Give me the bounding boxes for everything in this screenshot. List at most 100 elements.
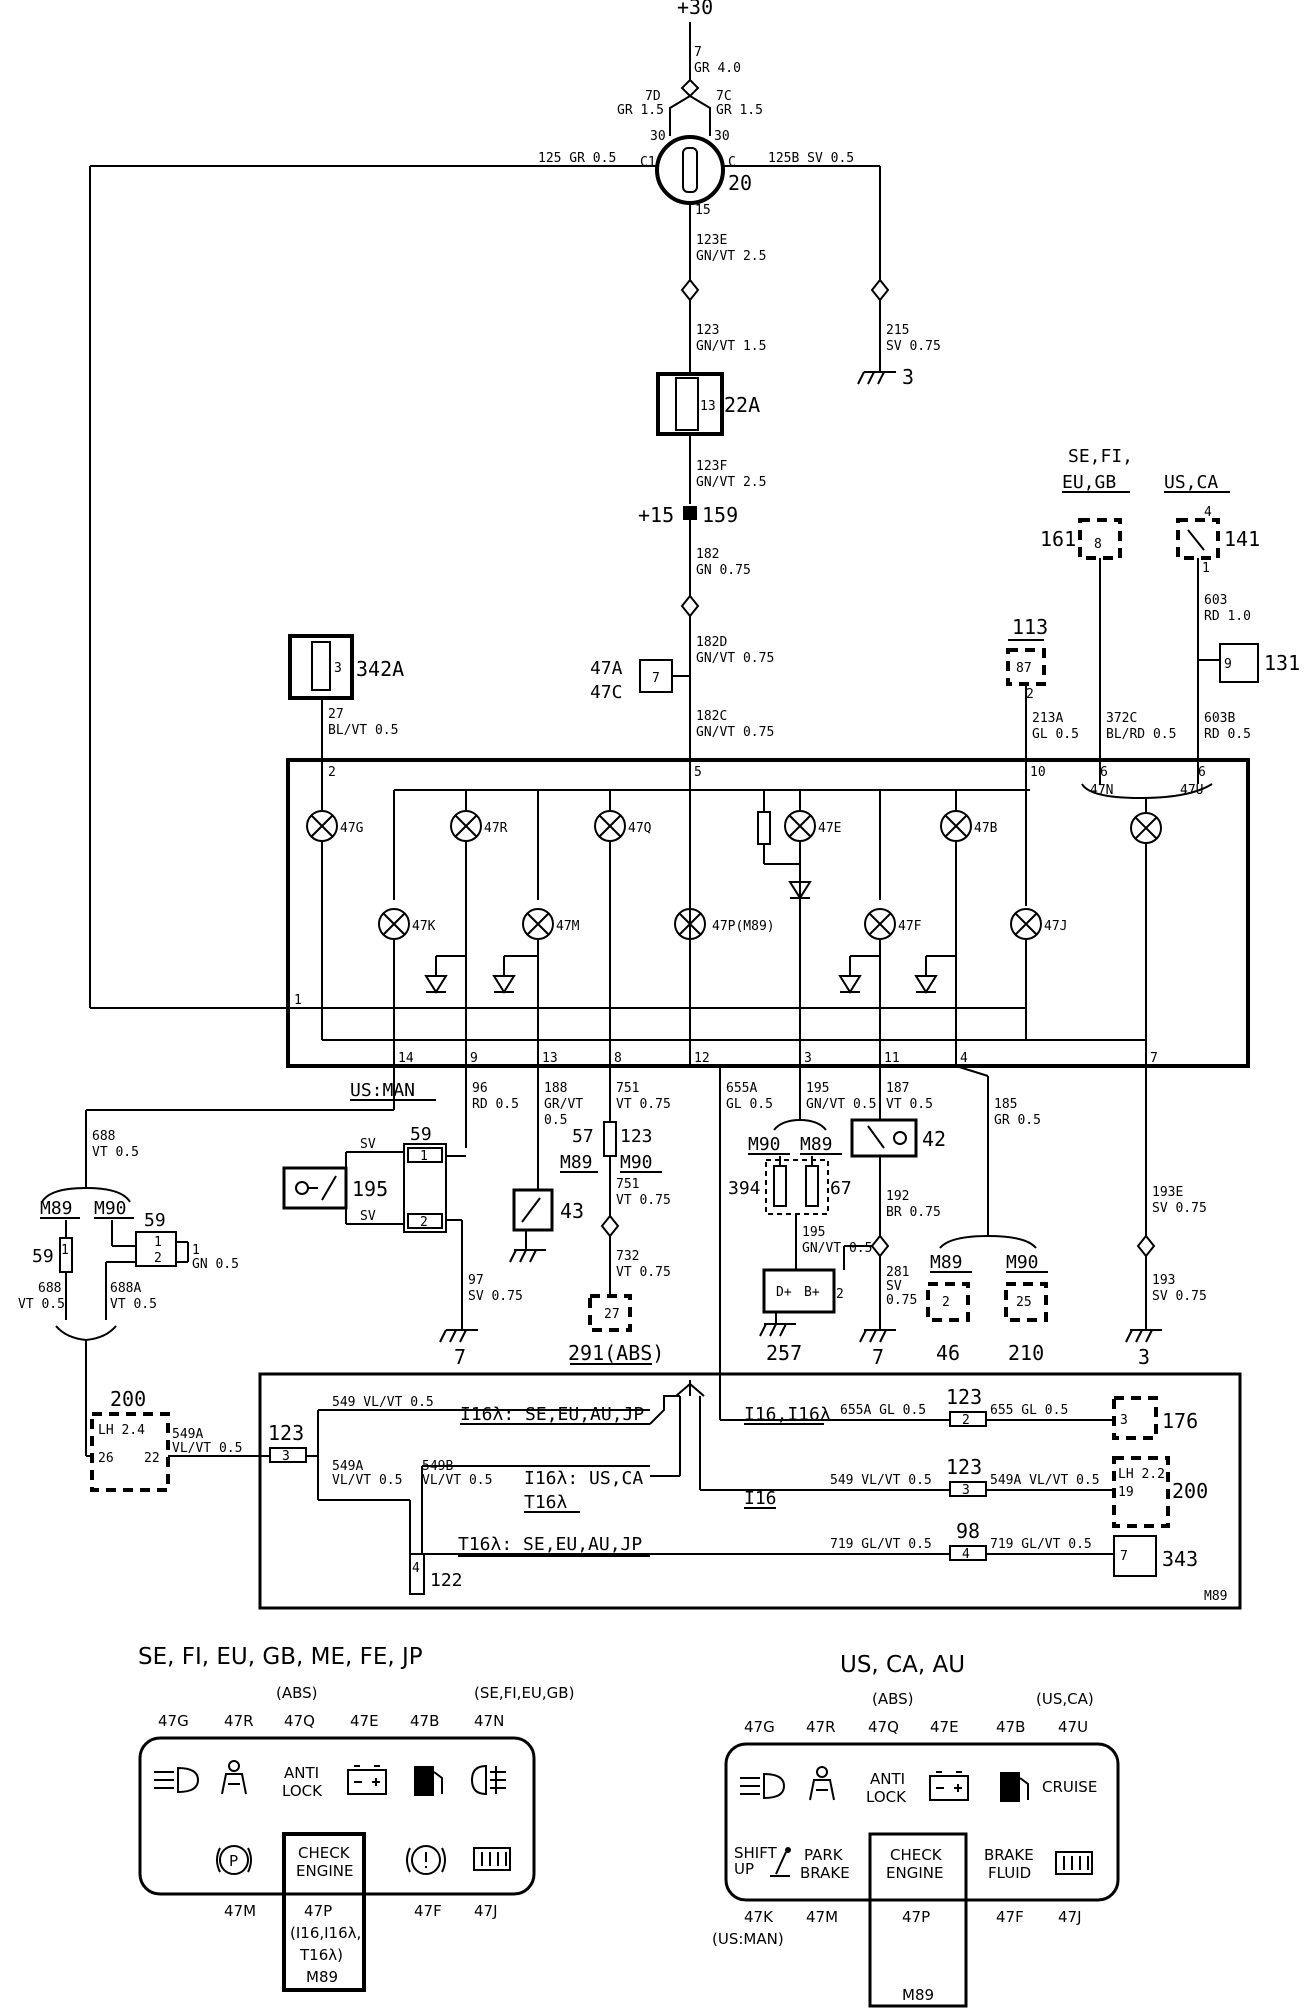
splice-diamond [680,78,700,98]
svg-text:19: 19 [1118,1485,1134,1500]
check-engine-box-right [868,1832,968,2008]
svg-text:GN/VT 2.5: GN/VT 2.5 [696,249,766,264]
ecu-200-lh22 [1112,1456,1170,1528]
svg-text:291(ABS): 291(ABS) [568,1341,664,1365]
svg-text:47M: 47M [556,919,580,934]
svg-text:3: 3 [282,1449,290,1464]
svg-text:(SE,FI,EU,GB): (SE,FI,EU,GB) [474,1684,574,1702]
svg-text:2: 2 [328,765,336,780]
svg-text:719 GL/VT 0.5: 719 GL/VT 0.5 [990,1537,1092,1552]
terminal-159 [683,506,697,520]
svg-text:732: 732 [616,1249,639,1264]
fuel-icon-right [1000,1772,1029,1802]
svg-text:(ABS): (ABS) [276,1684,318,1702]
svg-text:(US:MAN): (US:MAN) [712,1930,784,1948]
svg-text:ANTI: ANTI [284,1764,319,1782]
svg-text:123: 123 [268,1421,304,1445]
svg-text:47F: 47F [898,919,922,934]
lamp-47e: 47E [784,810,841,842]
svg-text:47G: 47G [158,1712,189,1730]
rear-fog-icon [470,1764,506,1796]
lamp-47j: 47J [1010,908,1067,940]
svg-text:195: 195 [806,1081,829,1096]
svg-text:47R: 47R [224,1712,254,1730]
svg-text:11: 11 [884,1051,900,1066]
svg-text:185: 185 [994,1097,1017,1112]
svg-text:CHECK: CHECK [298,1844,351,1862]
brake-warning-icon [406,1845,446,1875]
svg-text:47A: 47A [590,658,623,679]
svg-text:M90: M90 [94,1198,127,1219]
svg-text:M90: M90 [620,1152,653,1173]
svg-text:47N: 47N [1090,783,1113,798]
svg-text:M89: M89 [40,1198,73,1219]
svg-text:47B: 47B [974,821,998,836]
connector-210 [1004,1282,1048,1322]
svg-text:9: 9 [470,1051,478,1066]
svg-text:7C: 7C [716,89,732,104]
connector-131 [1219,643,1259,683]
svg-text:I16,I16λ: I16,I16λ [744,1404,831,1425]
svg-text:SHIFT: SHIFT [734,1844,778,1862]
svg-text:VT 0.5: VT 0.5 [92,1145,139,1160]
svg-text:VT 0.75: VT 0.75 [616,1193,671,1208]
rear-defrost-icon [473,1847,511,1871]
svg-text:655A GL 0.5: 655A GL 0.5 [840,1403,926,1418]
svg-text:BRAKE: BRAKE [984,1846,1034,1864]
svg-text:47K: 47K [412,919,436,934]
svg-text:182D: 182D [696,635,727,650]
svg-text:13: 13 [700,399,716,414]
svg-text:343: 343 [1162,1547,1198,1571]
svg-text:549 VL/VT 0.5: 549 VL/VT 0.5 [332,1395,434,1410]
fuse-342a-box [288,634,354,700]
svg-text:GR 0.5: GR 0.5 [994,1113,1041,1128]
fuse-342a-label: 342A [356,657,404,681]
svg-text:192: 192 [886,1189,909,1204]
svg-text:47F: 47F [996,1908,1024,1926]
svg-text:123E: 123E [696,233,727,248]
svg-text:PARK: PARK [804,1846,844,1864]
headlight-icon [154,1766,200,1794]
svg-text:3: 3 [902,365,914,389]
svg-text:123: 123 [620,1126,653,1147]
svg-text:LH 2.2: LH 2.2 [1118,1467,1165,1482]
svg-text:T16λ): T16λ) [299,1946,343,1964]
panel-left: SE, FI, EU, GB, ME, FE, JP (ABS) (SE,FI,… [138,1644,574,1992]
svg-text:87: 87 [1016,661,1032,676]
svg-text:GN/VT 0.75: GN/VT 0.75 [696,651,774,666]
connector-46 [926,1282,970,1322]
headlight-icon-right [740,1772,786,1800]
lamp-47r: 47R [450,810,508,842]
lamp-47m: 47M [522,908,580,940]
svg-text:3: 3 [1138,1345,1150,1369]
svg-text:7: 7 [1150,1051,1158,1066]
svg-text:4: 4 [962,1547,970,1562]
svg-text:ENGINE: ENGINE [296,1862,353,1880]
svg-text:SV: SV [360,1137,376,1152]
svg-text:59: 59 [410,1124,432,1145]
svg-text:2: 2 [836,1287,844,1302]
svg-text:394: 394 [728,1178,761,1199]
svg-text:47P: 47P [304,1902,332,1920]
svg-text:125B SV 0.5: 125B SV 0.5 [768,151,854,166]
svg-text:1: 1 [192,1243,200,1258]
svg-text:1: 1 [61,1243,69,1258]
svg-text:VT 0.75: VT 0.75 [616,1265,671,1280]
svg-text:188: 188 [544,1081,567,1096]
svg-text:123F: 123F [696,459,727,474]
svg-text:47J: 47J [1044,919,1067,934]
svg-text:VT 0.75: VT 0.75 [616,1097,671,1112]
svg-text:47G: 47G [340,821,364,836]
switch-141 [1176,518,1220,560]
svg-text:0.5: 0.5 [544,1113,567,1128]
svg-text:BL/VT 0.5: BL/VT 0.5 [328,723,398,738]
svg-text:T16λ: T16λ [524,1492,568,1513]
svg-text:I16: I16 [744,1488,777,1509]
svg-text:ENGINE: ENGINE [886,1864,943,1882]
svg-text:US,CA: US,CA [1164,472,1218,493]
svg-text:125 GR 0.5: 125 GR 0.5 [538,151,616,166]
svg-text:549A VL/VT 0.5: 549A VL/VT 0.5 [990,1473,1100,1488]
svg-text:M89: M89 [930,1252,963,1273]
svg-text:1: 1 [154,1235,162,1250]
